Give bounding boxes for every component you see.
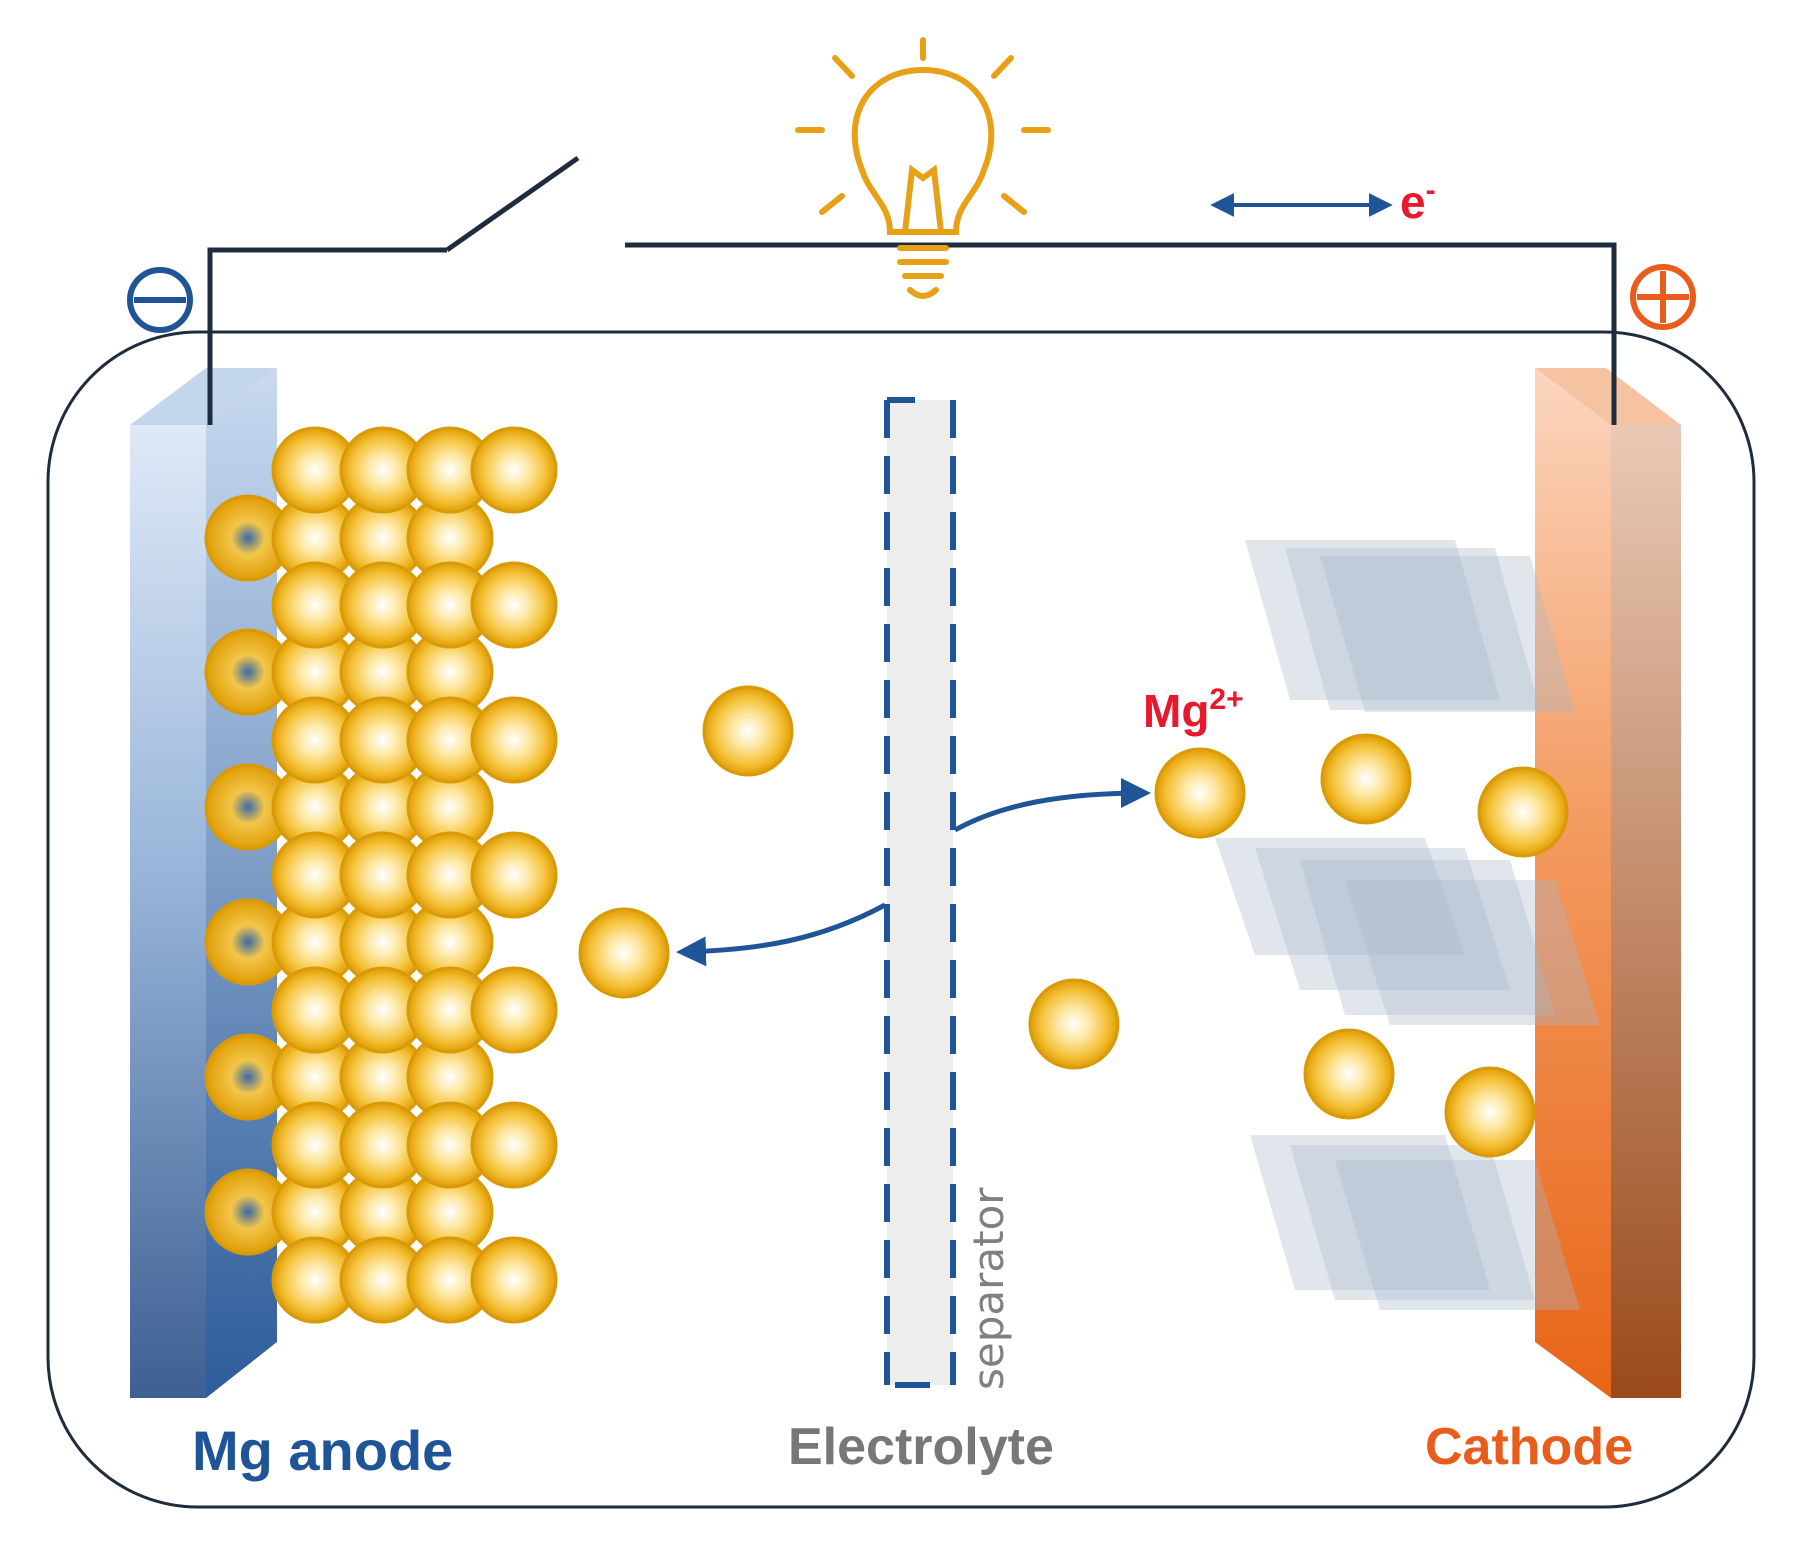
anode-mg-lattice bbox=[204, 426, 558, 1324]
ion-arrow-to-anode bbox=[676, 902, 887, 967]
anode-mg-atom bbox=[470, 696, 558, 784]
ion bbox=[1477, 766, 1569, 858]
anode-electrode bbox=[130, 368, 277, 1398]
external-circuit bbox=[207, 155, 1617, 425]
battery-casing bbox=[46, 330, 1756, 1509]
ion bbox=[1028, 978, 1120, 1070]
anode-mg-atom bbox=[470, 426, 558, 514]
ion bbox=[1444, 1066, 1536, 1158]
free-ions bbox=[578, 685, 1569, 1158]
anode-label: Mg anode bbox=[192, 1419, 453, 1482]
separator-label: separator bbox=[964, 1187, 1013, 1390]
anode-mg-atom bbox=[470, 1101, 558, 1189]
electrolyte-label: Electrolyte bbox=[788, 1418, 1054, 1476]
light-bulb-icon bbox=[795, 37, 1051, 299]
ion bbox=[702, 685, 794, 777]
electron-label: e- bbox=[1400, 174, 1436, 228]
ion bbox=[578, 907, 670, 999]
cathode-label: Cathode bbox=[1425, 1418, 1633, 1476]
anode-mg-atom bbox=[470, 561, 558, 649]
separator bbox=[884, 397, 956, 1388]
anode-mg-atom bbox=[470, 1236, 558, 1324]
ion bbox=[1320, 733, 1412, 825]
ion-label: Mg2+ bbox=[1143, 683, 1244, 737]
ion-arrow-to-cathode bbox=[953, 778, 1151, 833]
cathode-electrode bbox=[1535, 368, 1681, 1398]
anode-mg-atom bbox=[470, 831, 558, 919]
minus-circle-icon bbox=[127, 267, 193, 333]
cathode-layered-material bbox=[1215, 540, 1600, 1310]
ion bbox=[1303, 1028, 1395, 1120]
anode-mg-atom bbox=[470, 966, 558, 1054]
ion bbox=[1154, 747, 1246, 839]
plus-circle-icon bbox=[1630, 264, 1696, 330]
